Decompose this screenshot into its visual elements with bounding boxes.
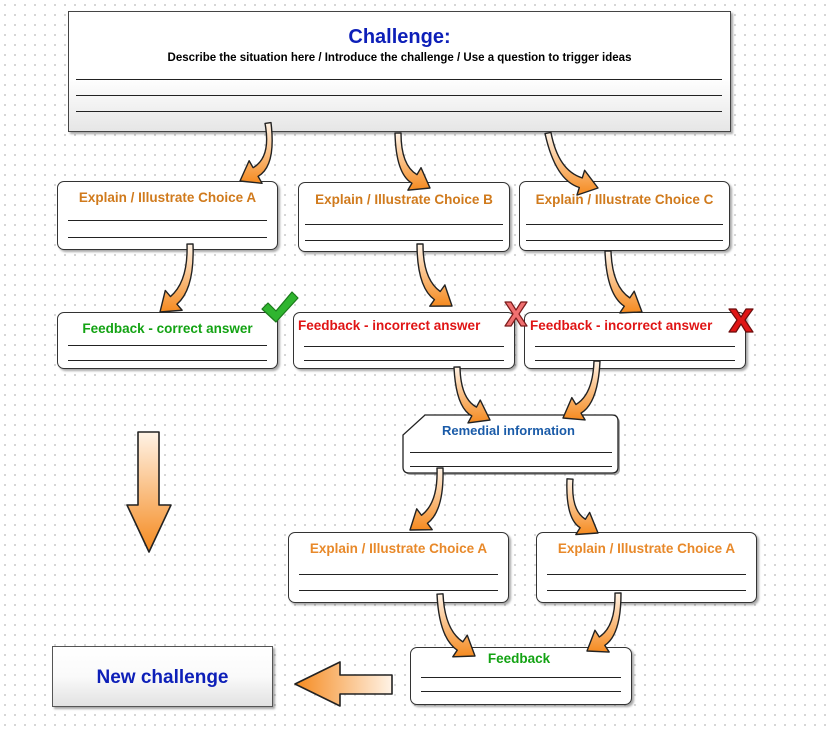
remedial-shape [402,414,620,475]
final-feedback-line-1 [421,677,621,678]
second-choice-right-line-1 [547,574,746,575]
choice-a-line-1 [68,220,267,221]
remedial-line-2 [410,466,612,467]
final-feedback-line-2 [421,691,621,692]
curved-arrow-icon [159,243,194,313]
second-choice-left-line-1 [299,574,498,575]
choice-a-line-2 [68,237,267,238]
new-challenge-button[interactable]: New challenge [52,646,273,707]
choice-b-title: Explain / Illustrate Choice B [315,192,493,207]
challenge-title: Challenge: [348,26,451,48]
choice-b-line-2 [305,240,503,241]
remedial-box: Remedial information [402,414,620,475]
second-choice-right-box: Explain / Illustrate Choice A [536,532,757,603]
feedback-incorrect-c-title: Feedback - incorrect answer [530,318,713,333]
second-choice-right-line-2 [547,590,746,591]
choice-c-line-1 [526,224,723,225]
second-choice-left-box: Explain / Illustrate Choice A [288,532,509,603]
second-choice-right-title: Explain / Illustrate Choice A [557,541,736,556]
left-arrow-icon [294,661,393,707]
feedback-incorrect-b-box: Feedback - incorrect answer [293,312,515,369]
curved-arrow-icon [604,250,643,314]
down-arrow-icon [126,431,172,553]
feedback-correct-title: Feedback - correct answer [82,321,253,336]
feedback-incorrect-b-line-2 [304,360,504,361]
challenge-line-2 [76,95,722,96]
feedback-incorrect-c-line-1 [535,346,735,347]
remedial-title: Remedial information [442,423,575,438]
final-feedback-box: Feedback [410,647,632,705]
choice-a-title: Explain / Illustrate Choice A [78,190,257,205]
second-choice-left-line-2 [299,590,498,591]
challenge-line-1 [76,79,722,80]
curved-arrow-icon [416,243,453,307]
choice-a-box: Explain / Illustrate Choice A [57,181,278,250]
challenge-box: Challenge: Describe the situation here /… [68,11,731,132]
choice-c-title: Explain / Illustrate Choice C [535,192,714,207]
feedback-correct-line-1 [68,345,267,346]
remedial-line-1 [410,452,612,453]
choice-c-line-2 [526,240,723,241]
feedback-correct-line-2 [68,360,267,361]
challenge-description: Describe the situation here / Introduce … [167,52,632,64]
curved-arrow-icon [566,478,599,536]
feedback-incorrect-c-line-2 [535,360,735,361]
new-challenge-label: New challenge [96,667,229,688]
feedback-incorrect-c-box: Feedback - incorrect answer [524,312,746,369]
choice-b-box: Explain / Illustrate Choice B [298,182,510,252]
challenge-line-3 [76,111,722,112]
final-feedback-title: Feedback [487,651,551,666]
feedback-incorrect-b-line-1 [304,346,504,347]
curved-arrow-icon [562,360,601,421]
choice-c-box: Explain / Illustrate Choice C [519,181,730,251]
second-choice-left-title: Explain / Illustrate Choice A [309,541,488,556]
feedback-incorrect-b-title: Feedback - incorrect answer [298,318,481,333]
choice-b-line-1 [305,224,503,225]
feedback-correct-box: Feedback - correct answer [57,312,278,369]
